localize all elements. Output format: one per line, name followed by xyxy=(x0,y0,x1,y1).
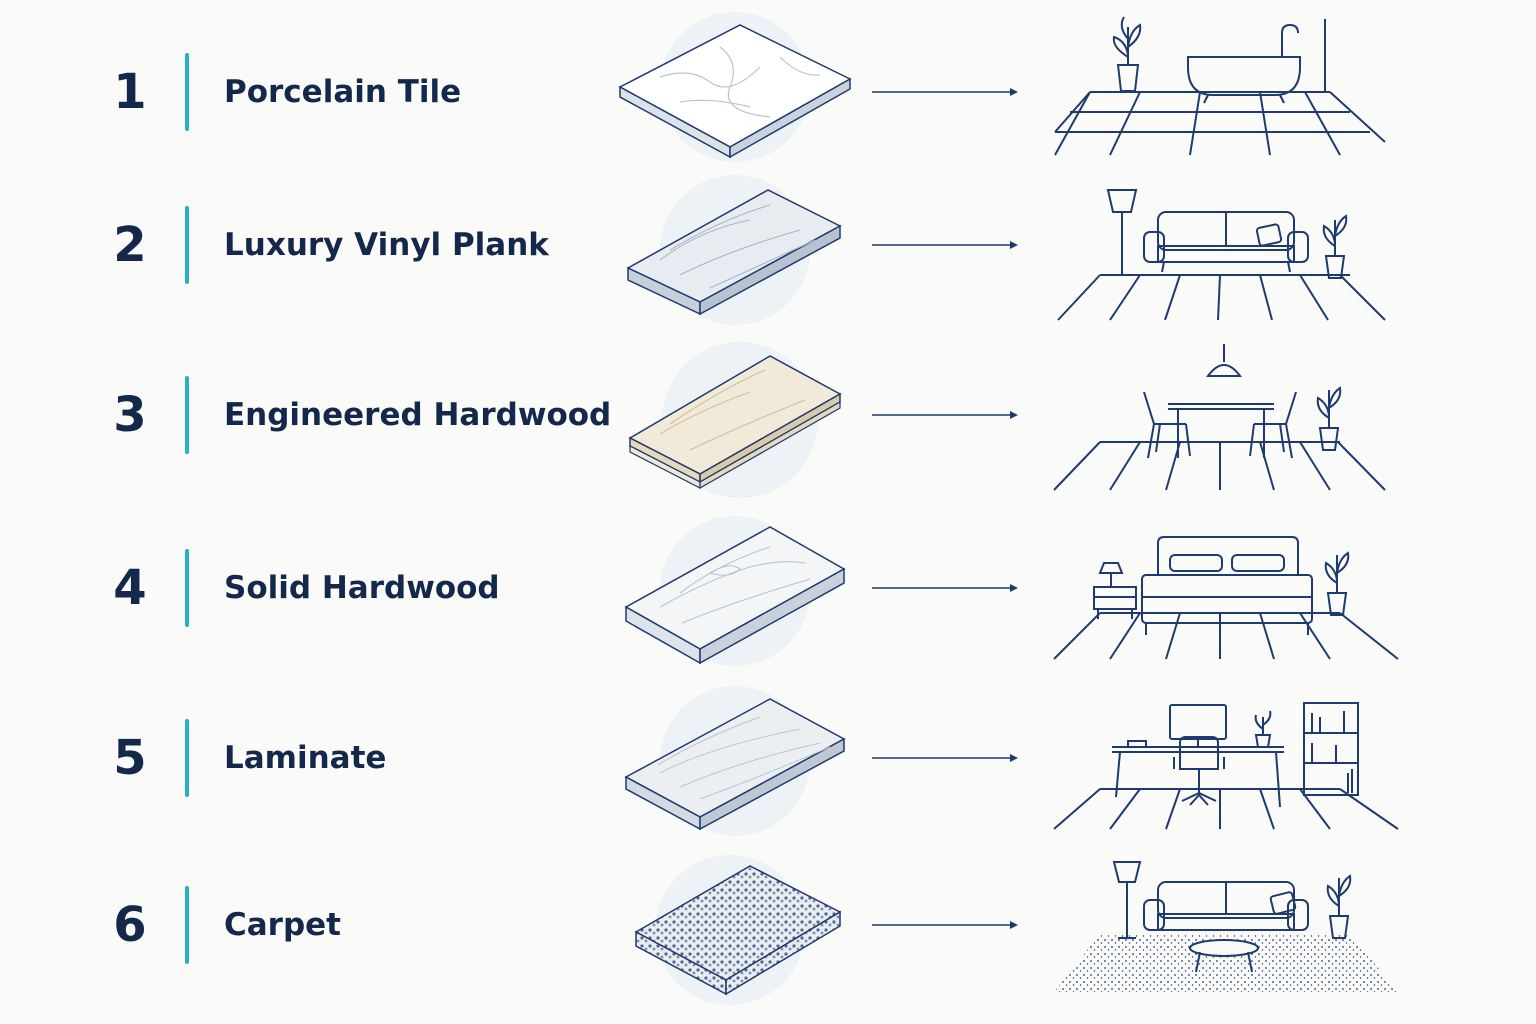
flooring-row-engineered-hardwood: 3 Engineered Hardwood xyxy=(0,330,1536,500)
arrow-icon xyxy=(870,915,1020,935)
arrow-icon xyxy=(870,578,1020,598)
flooring-label: Carpet xyxy=(224,907,341,943)
flooring-row-laminate: 5 Laminate xyxy=(0,673,1536,843)
home-office-icon xyxy=(1040,673,1420,843)
dining-room-icon xyxy=(1040,330,1420,500)
accent-divider xyxy=(185,376,189,454)
carpeted-living-room-icon xyxy=(1040,840,1420,1010)
arrow-icon xyxy=(870,82,1020,102)
row-number: 3 xyxy=(113,387,147,443)
flooring-row-porcelain-tile: 1 Porcelain Tile xyxy=(0,7,1536,177)
porcelain-tile-icon xyxy=(600,7,860,177)
accent-divider xyxy=(185,719,189,797)
engineered-hardwood-icon xyxy=(600,330,860,500)
row-number: 2 xyxy=(113,217,147,273)
accent-divider xyxy=(185,53,189,131)
bathroom-icon xyxy=(1040,7,1420,177)
vinyl-plank-icon xyxy=(600,160,860,330)
flooring-row-luxury-vinyl-plank: 2 Luxury Vinyl Plank xyxy=(0,160,1536,330)
flooring-label: Porcelain Tile xyxy=(224,74,462,110)
row-number: 4 xyxy=(113,560,147,616)
bedroom-icon xyxy=(1040,503,1420,673)
flooring-label: Engineered Hardwood xyxy=(224,397,612,433)
solid-hardwood-icon xyxy=(600,503,860,673)
arrow-icon xyxy=(870,405,1020,425)
laminate-icon xyxy=(600,673,860,843)
living-room-icon xyxy=(1040,160,1420,330)
accent-divider xyxy=(185,206,189,284)
row-number: 6 xyxy=(113,897,147,953)
arrow-icon xyxy=(870,235,1020,255)
flooring-row-solid-hardwood: 4 Solid Hardwood xyxy=(0,503,1536,673)
flooring-row-carpet: 6 Carpet xyxy=(0,840,1536,1010)
flooring-label: Luxury Vinyl Plank xyxy=(224,227,549,263)
flooring-label: Laminate xyxy=(224,740,387,776)
accent-divider xyxy=(185,886,189,964)
row-number: 1 xyxy=(113,64,147,120)
arrow-icon xyxy=(870,748,1020,768)
flooring-label: Solid Hardwood xyxy=(224,570,500,606)
accent-divider xyxy=(185,549,189,627)
carpet-icon xyxy=(600,840,860,1010)
row-number: 5 xyxy=(113,730,147,786)
